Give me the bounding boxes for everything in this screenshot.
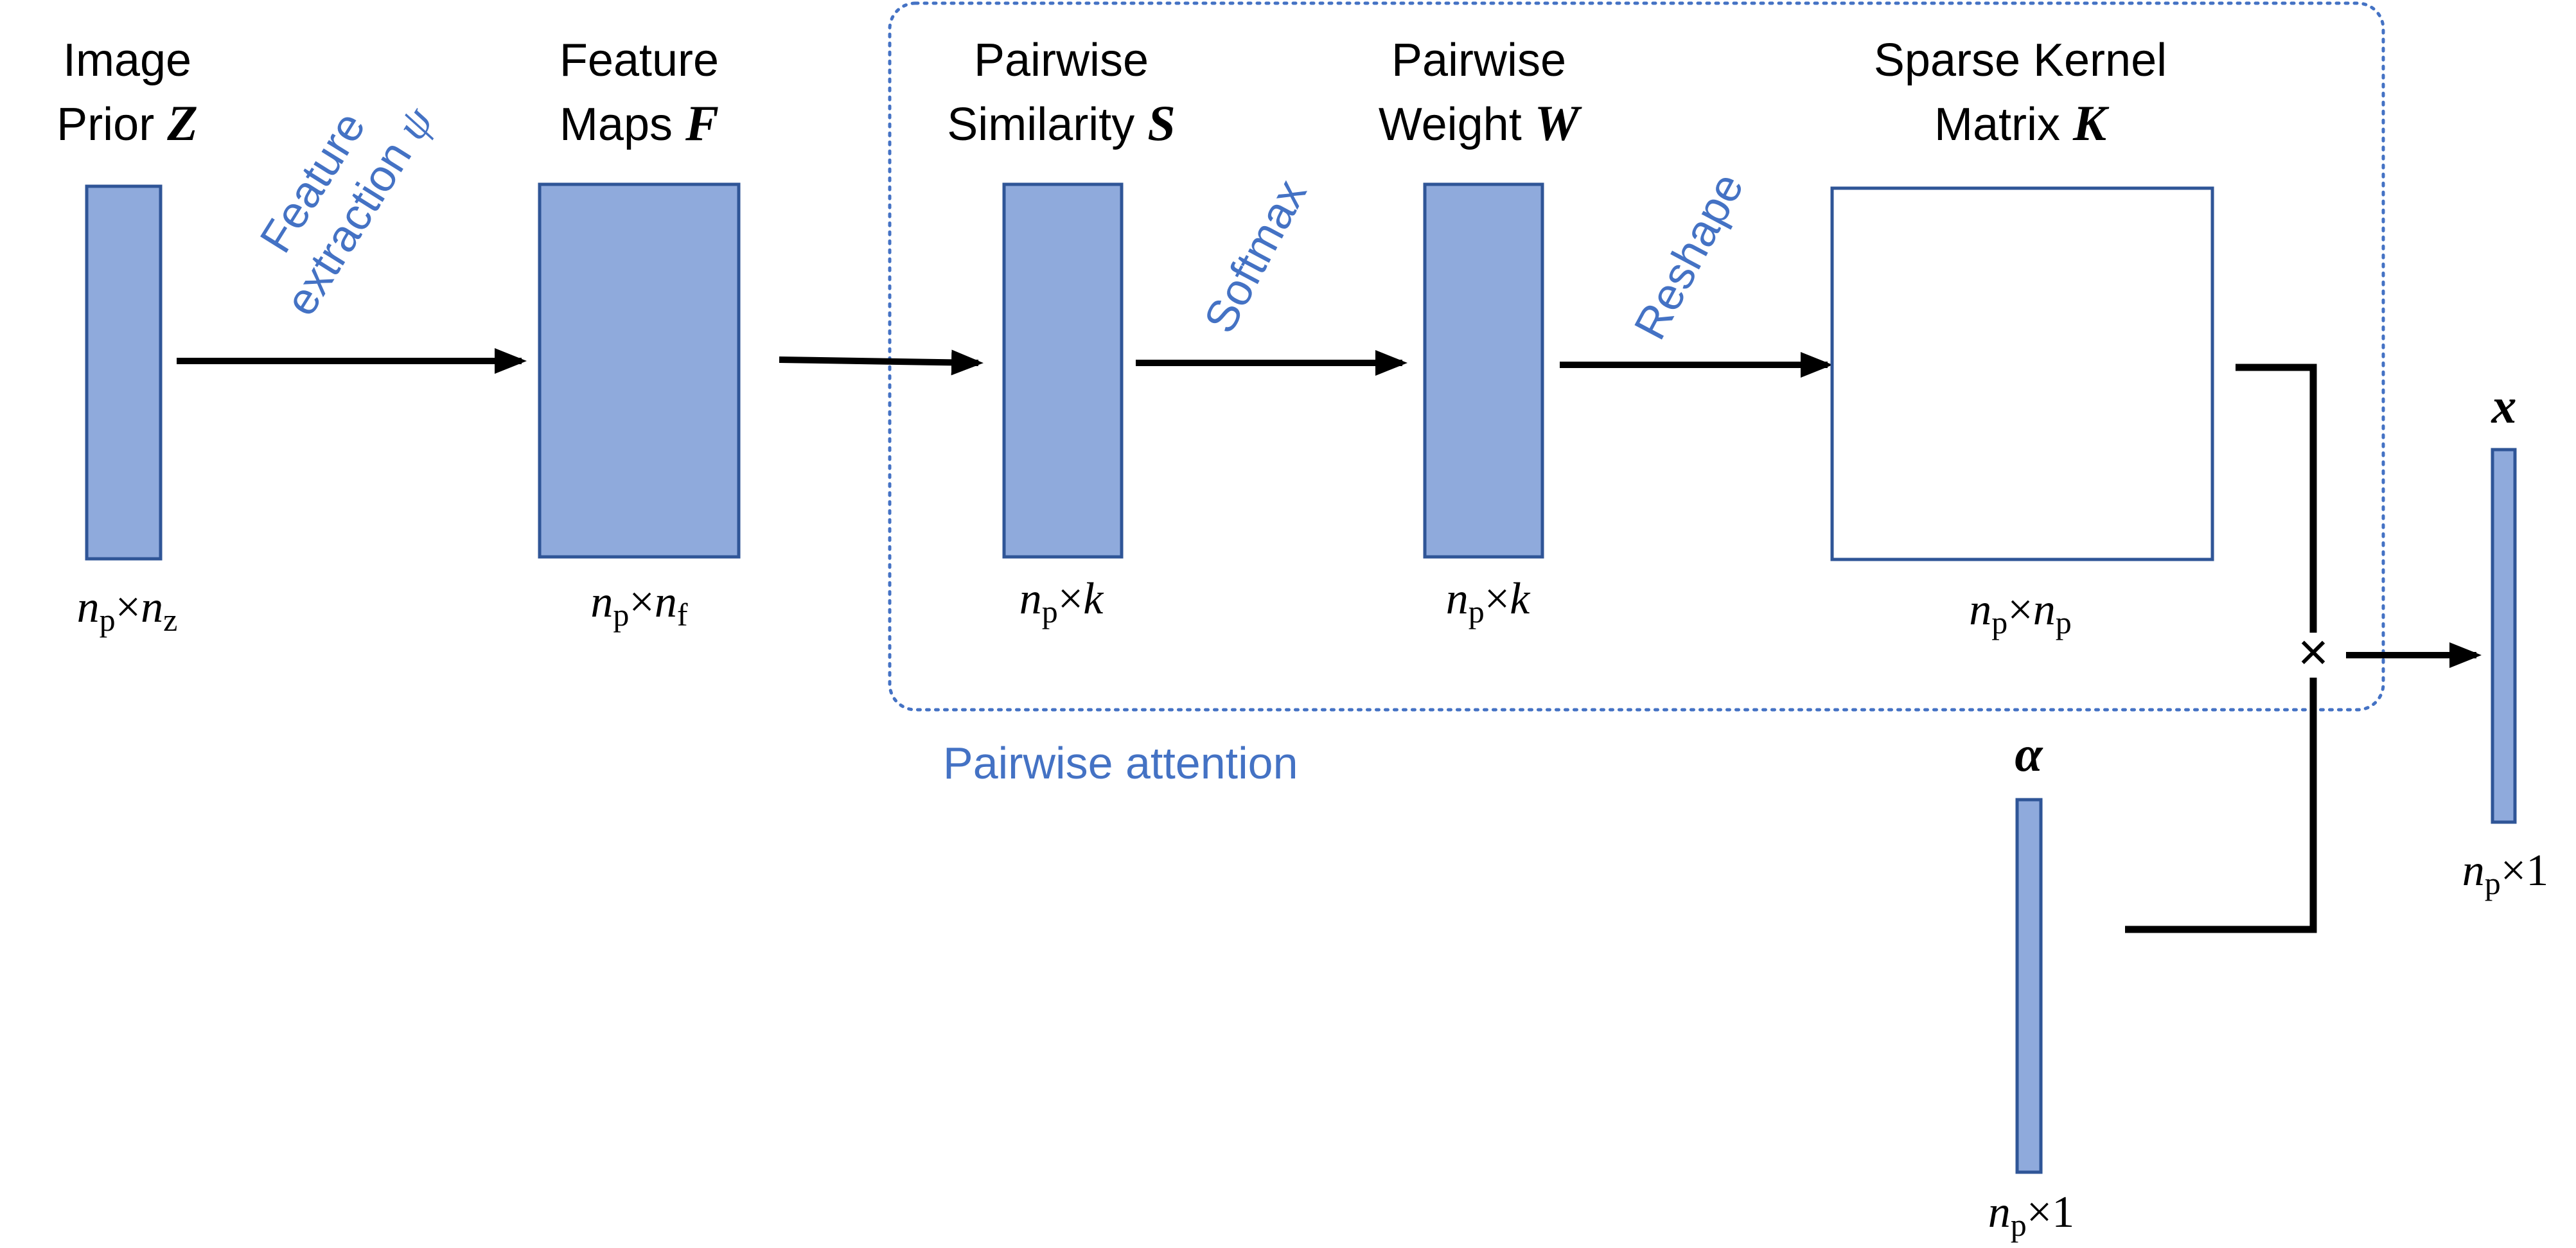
pairwise-attention-label: Pairwise attention — [943, 738, 1298, 788]
feature-maps-title-line2: Maps F — [560, 95, 719, 151]
weight-matrix — [1423, 182, 1544, 559]
similarity-matrix — [1002, 182, 1124, 559]
reshape-label: Reshape — [1625, 165, 1753, 347]
kernel-dims: np×np — [1969, 585, 2071, 640]
pairwise-attention-group-box — [888, 1, 2385, 712]
kernel-title-line1: Sparse Kernel — [1874, 35, 2167, 86]
feature-extraction-label: Feature extraction ψ — [250, 98, 443, 324]
similarity-title-line2: Similarity S — [947, 95, 1175, 151]
alpha-symbol: α — [2015, 726, 2043, 782]
image-prior-title-line1: Image — [63, 35, 191, 86]
arrow-feature-to-similarity — [779, 349, 984, 376]
weight-title-line1: Pairwise — [1391, 35, 1566, 86]
feature-maps-matrix — [538, 182, 741, 559]
similarity-dims: np×k — [1019, 574, 1104, 629]
kernel-title-line2: Matrix K — [1934, 95, 2110, 151]
softmax-label: Softmax — [1194, 171, 1316, 340]
feature-maps-dims: np×nf — [590, 577, 687, 633]
weight-dims: np×k — [1446, 574, 1531, 629]
connector-alpha-to-multiply — [2125, 678, 2317, 933]
image-prior-vector — [85, 184, 163, 561]
alpha-dims: np×1 — [1988, 1188, 2074, 1243]
multiply-operator: × — [2298, 623, 2329, 681]
image-prior-title-line2: Prior Z — [57, 95, 198, 151]
weight-title-line2: Weight W — [1379, 95, 1582, 151]
alpha-vector — [2015, 798, 2043, 1174]
output-x-dims: np×1 — [2462, 846, 2548, 901]
connector-kernel-to-multiply — [2236, 364, 2317, 633]
output-x-vector — [2491, 448, 2517, 824]
kernel-matrix — [1830, 186, 2214, 561]
similarity-title-line1: Pairwise — [974, 35, 1149, 86]
feature-maps-title-line1: Feature — [560, 35, 719, 86]
image-prior-dims: np×nz — [77, 583, 178, 638]
output-x-symbol: x — [2491, 378, 2517, 434]
